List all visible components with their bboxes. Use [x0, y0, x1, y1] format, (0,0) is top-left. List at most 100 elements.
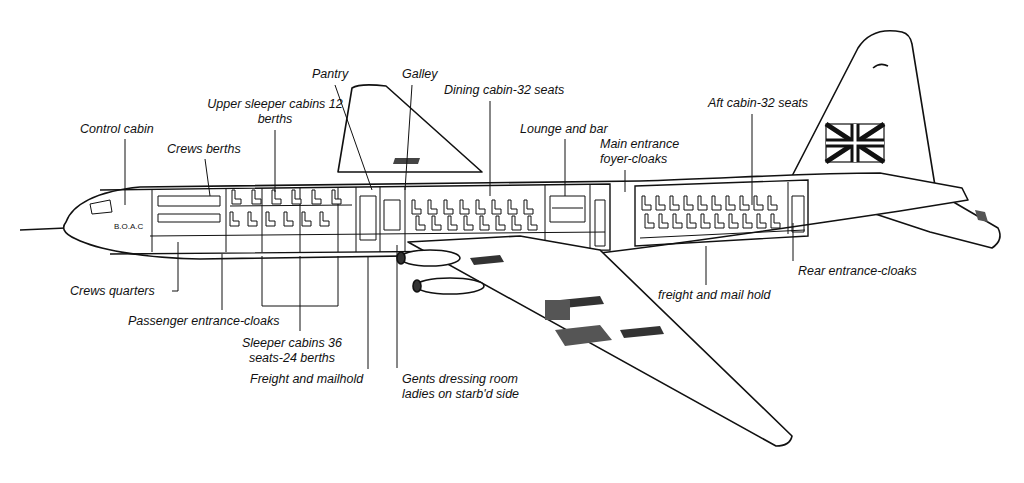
leader-line [205, 159, 210, 196]
callout-label: Main entrance foyer-cloaks [600, 137, 712, 167]
callout-label: Dining cabin-32 seats [444, 83, 564, 98]
seat [432, 216, 441, 230]
galley-units [360, 196, 400, 240]
seat [266, 212, 275, 226]
airframe [20, 31, 1000, 259]
seat [272, 190, 281, 204]
bar [550, 196, 585, 222]
seat [757, 214, 766, 228]
near-wing-group [397, 236, 792, 446]
leader-lines [125, 85, 793, 369]
upper-deck [230, 205, 352, 206]
seat [320, 212, 329, 226]
seat [292, 190, 301, 204]
callout-label: Passenger entrance-cloaks [128, 314, 279, 329]
callout-label: Crews quarters [70, 284, 155, 299]
seat [726, 196, 735, 210]
seat [508, 200, 517, 214]
leader-line [125, 139, 126, 205]
seat [771, 214, 780, 228]
crew-bunks [158, 196, 220, 222]
leader-line [706, 246, 707, 285]
seat [729, 214, 738, 228]
callout-label: Freight and mailhold [250, 372, 363, 387]
seat [524, 200, 533, 214]
wing-markings [470, 255, 664, 338]
callout-label: Crews berths [167, 142, 241, 157]
seat [428, 200, 437, 214]
wing-letters [545, 300, 612, 346]
seat [412, 200, 421, 214]
seat [698, 196, 707, 210]
callout-label: Sleeper cabins 36 seats-24 berths [232, 336, 352, 366]
seat [715, 214, 724, 228]
seat [252, 190, 261, 204]
leader-line [752, 114, 753, 205]
seat [302, 212, 311, 226]
far-wing [338, 85, 482, 172]
seat [743, 214, 752, 228]
pitot [20, 228, 66, 230]
engine-nacelle [400, 250, 460, 266]
seat [312, 190, 321, 204]
seat [768, 196, 777, 210]
seat [332, 190, 341, 204]
leader-line [397, 245, 398, 368]
seat [230, 212, 239, 226]
aft-cutaway [635, 180, 808, 246]
union-flag [826, 124, 884, 162]
leader-line [172, 242, 178, 291]
aft-floor [640, 230, 805, 238]
engine-nacelle [416, 278, 484, 294]
seat [673, 214, 682, 228]
seat [480, 216, 489, 230]
tail-detail [975, 210, 988, 222]
seat [642, 196, 651, 210]
seat [232, 190, 241, 204]
cockpit-window [90, 200, 112, 214]
seat [492, 200, 501, 214]
seat [712, 196, 721, 210]
seat [659, 214, 668, 228]
jet-pipe [397, 252, 405, 264]
leader-line [625, 170, 626, 192]
leader-line [222, 254, 223, 310]
seat [528, 216, 537, 230]
registration-text: B.O.A.C [113, 222, 144, 231]
seat [248, 212, 257, 226]
seat [448, 216, 457, 230]
seat [645, 214, 654, 228]
leader-line [490, 101, 491, 196]
seat [496, 216, 505, 230]
callout-label: freight and mail hold [658, 288, 771, 303]
seat [512, 216, 521, 230]
seat [416, 216, 425, 230]
leader-line [405, 85, 412, 190]
seat [444, 200, 453, 214]
callout-label: Galley [402, 67, 437, 82]
callout-label: Control cabin [80, 122, 154, 137]
seat [684, 196, 693, 210]
callout-label: Rear entrance-cloaks [798, 264, 917, 279]
seat [754, 196, 763, 210]
near-wing [408, 236, 792, 446]
seat [701, 214, 710, 228]
floor [150, 232, 605, 236]
seat [460, 200, 469, 214]
fin [790, 31, 936, 192]
doors [595, 196, 804, 246]
callout-label: Lounge and bar [520, 122, 608, 137]
seat [464, 216, 473, 230]
leader-line [793, 223, 794, 261]
seat [687, 214, 696, 228]
seat [656, 196, 665, 210]
leader-line [275, 130, 276, 192]
seat [284, 212, 293, 226]
leader-line [368, 257, 369, 369]
seat [670, 196, 679, 210]
callout-label: Upper sleeper cabins 12 berths [200, 97, 350, 127]
seat [476, 200, 485, 214]
seats [230, 190, 780, 230]
